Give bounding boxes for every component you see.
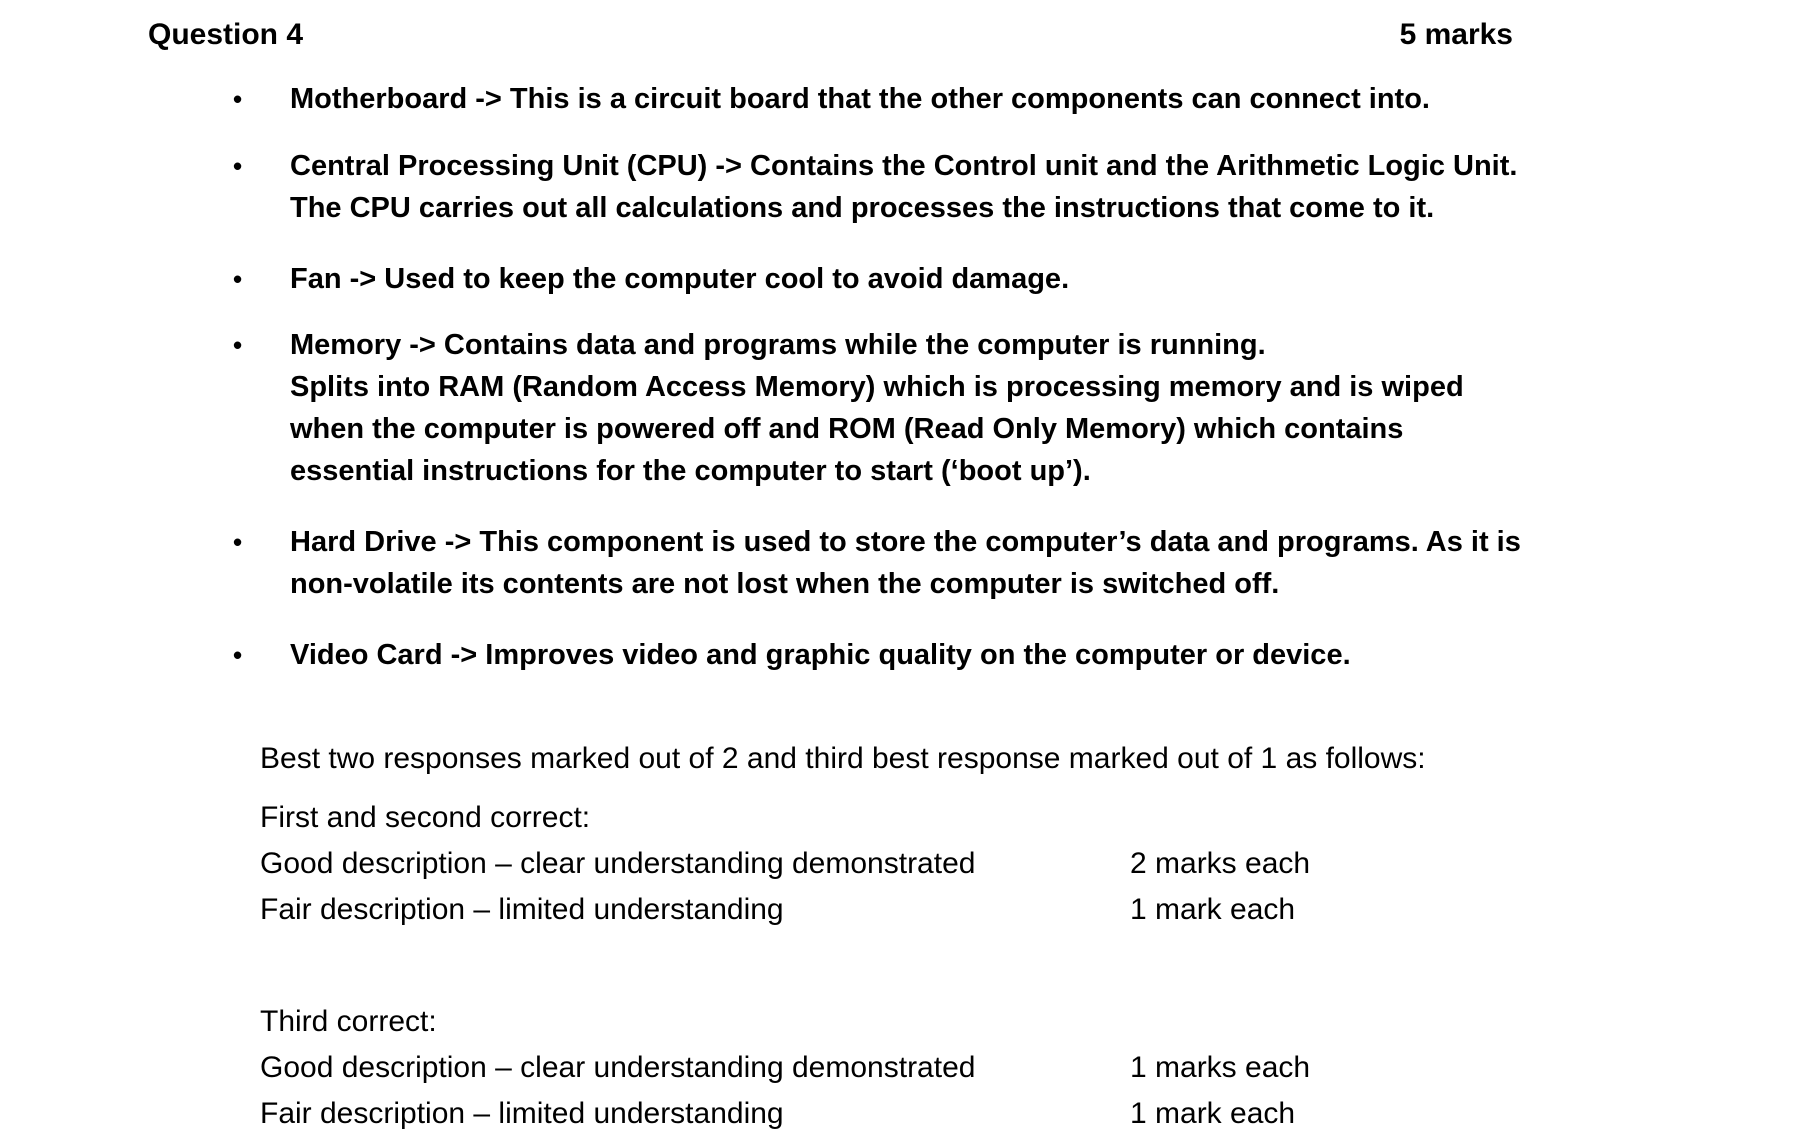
bullet-icon: • bbox=[233, 84, 243, 114]
question-marks: 5 marks bbox=[1399, 18, 1513, 51]
marks-value: 1 mark each bbox=[1130, 1097, 1296, 1130]
marking-row: Fair description – limited understanding… bbox=[260, 1091, 1778, 1137]
marking-section-heading: Third correct: bbox=[260, 1005, 437, 1038]
marks-value: 2 marks each bbox=[1130, 847, 1311, 880]
marking-row: Fair description – limited understanding… bbox=[260, 887, 1778, 933]
marking-row: Good description – clear understanding d… bbox=[260, 1045, 1778, 1091]
criteria-text: Fair description – limited understanding bbox=[260, 893, 784, 926]
bullet-text: Central Processing Unit (CPU) -> Contain… bbox=[290, 150, 1518, 224]
bullet-text: Fan -> Used to keep the computer cool to… bbox=[290, 263, 1070, 295]
bullet-item-fan: • Fan -> Used to keep the computer cool … bbox=[233, 258, 1778, 300]
bullet-icon: • bbox=[233, 264, 243, 294]
bullet-item-cpu: • Central Processing Unit (CPU) -> Conta… bbox=[233, 145, 1778, 229]
bullet-icon: • bbox=[233, 330, 243, 360]
bullet-item-memory: • Memory -> Contains data and programs w… bbox=[233, 324, 1778, 492]
criteria-text: Good description – clear understanding d… bbox=[260, 1051, 976, 1084]
bullet-icon: • bbox=[233, 640, 243, 670]
bullet-item-video-card: • Video Card -> Improves video and graph… bbox=[233, 634, 1778, 676]
question-title: Question 4 bbox=[148, 18, 304, 51]
question-header: Question 4 5 marks bbox=[0, 14, 1818, 56]
bullet-text: Motherboard -> This is a circuit board t… bbox=[290, 83, 1430, 115]
bullet-text: Video Card -> Improves video and graphic… bbox=[290, 639, 1351, 671]
marking-row: Good description – clear understanding d… bbox=[260, 841, 1778, 887]
bullet-item-motherboard: • Motherboard -> This is a circuit board… bbox=[233, 78, 1778, 120]
marking-section-heading: First and second correct: bbox=[260, 801, 591, 834]
bullet-icon: • bbox=[233, 527, 243, 557]
marks-value: 1 mark each bbox=[1130, 893, 1296, 926]
bullet-text: Hard Drive -> This component is used to … bbox=[290, 526, 1521, 600]
criteria-text: Fair description – limited understanding bbox=[260, 1097, 784, 1130]
marking-section-third: Third correct: Good description – clear … bbox=[260, 999, 1778, 1137]
bullet-icon: • bbox=[233, 151, 243, 181]
marking-section-first-second: First and second correct: Good descripti… bbox=[260, 795, 1778, 933]
marks-value: 1 marks each bbox=[1130, 1051, 1311, 1084]
criteria-text: Good description – clear understanding d… bbox=[260, 847, 976, 880]
marking-intro: Best two responses marked out of 2 and t… bbox=[260, 742, 1426, 775]
bullet-item-hard-drive: • Hard Drive -> This component is used t… bbox=[233, 521, 1778, 605]
bullet-text: Memory -> Contains data and programs whi… bbox=[290, 329, 1464, 487]
